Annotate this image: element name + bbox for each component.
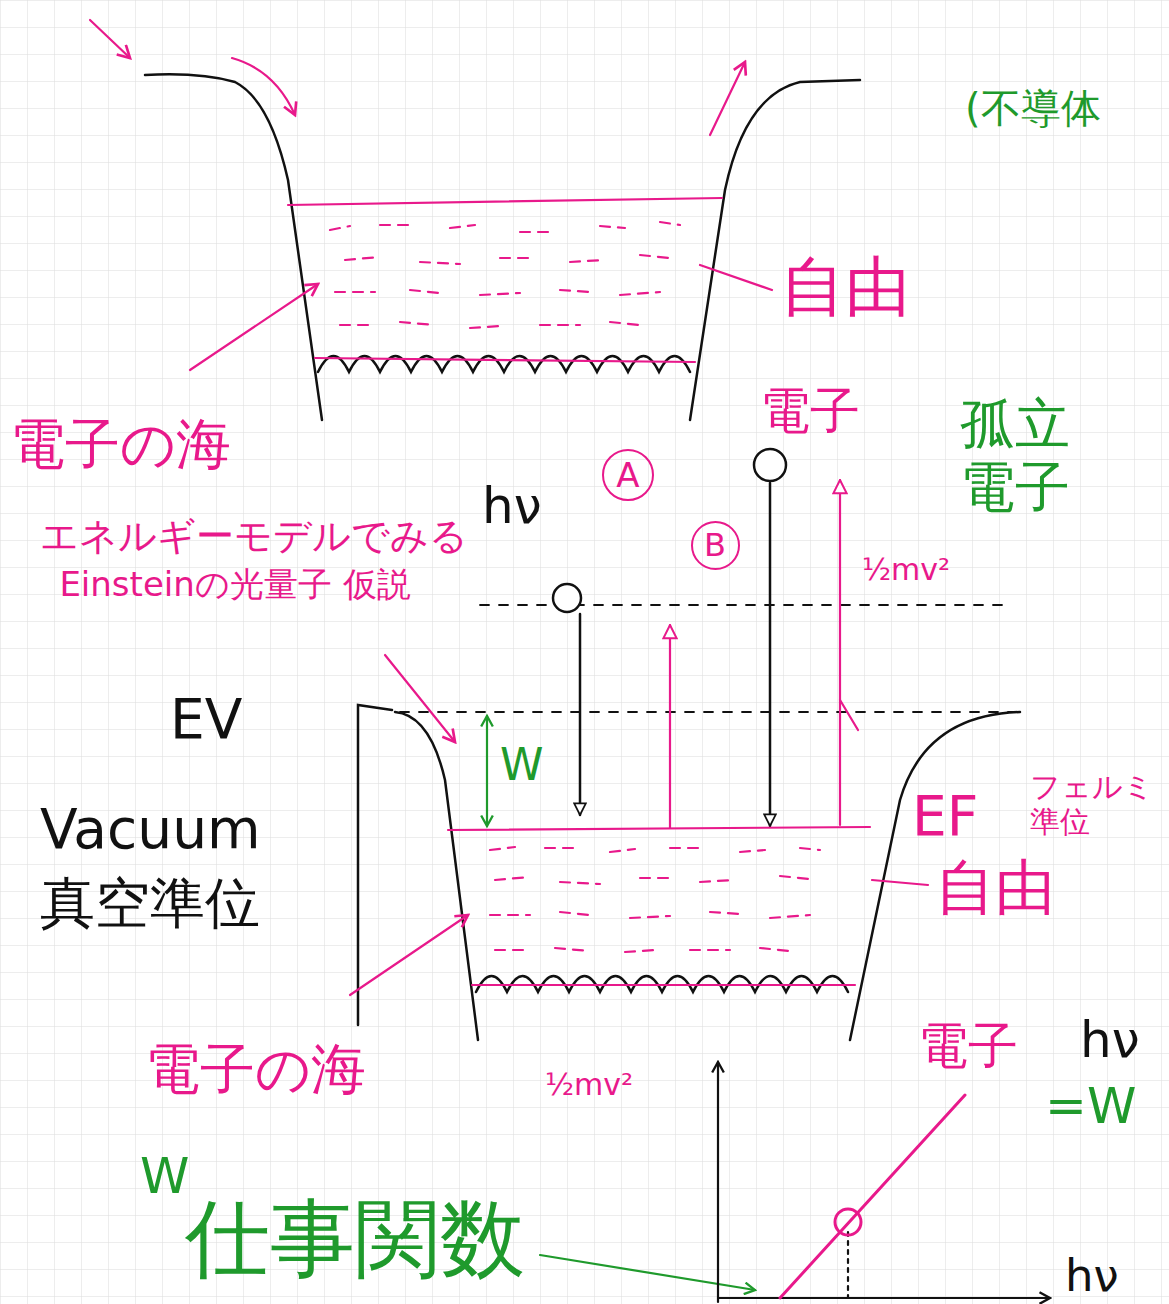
incoming-arrow bbox=[232, 58, 295, 115]
annotation: 真空準位 bbox=[40, 872, 260, 935]
annotation: 電子 bbox=[918, 1018, 1018, 1076]
sea-bottom bbox=[472, 984, 855, 986]
annotation: 電子の海 bbox=[145, 1038, 366, 1101]
note: (不導体 bbox=[965, 85, 1101, 131]
symbol: EF bbox=[912, 785, 978, 848]
annotation: Einsteinの光量子 仮説 bbox=[45, 565, 425, 604]
symbol: W bbox=[140, 1148, 189, 1206]
annotation: 電子 bbox=[760, 383, 860, 441]
graph-axis bbox=[718, 1297, 1050, 1299]
electron bbox=[553, 584, 581, 612]
annotation: 孤立 電子 bbox=[960, 393, 1087, 520]
annotation: 自由 bbox=[935, 853, 1055, 922]
symbol: hν bbox=[482, 478, 542, 536]
electron bbox=[754, 449, 786, 481]
absorb-arrow bbox=[769, 483, 772, 826]
leader-line bbox=[872, 880, 928, 885]
axis-label: hν bbox=[1065, 1250, 1119, 1302]
leader-line bbox=[190, 284, 318, 370]
excite-arrow bbox=[669, 625, 671, 828]
annotation: フェルミ 準位 bbox=[1030, 770, 1156, 839]
node-label: B bbox=[704, 529, 726, 561]
symbol: hν bbox=[1080, 1012, 1140, 1070]
tick bbox=[840, 700, 858, 730]
work-function-arrow bbox=[486, 716, 488, 826]
symbol: W bbox=[500, 740, 544, 791]
circled-letter: B bbox=[691, 521, 740, 570]
well-wall bbox=[395, 712, 478, 1040]
formula: ½mv² bbox=[862, 553, 950, 588]
symbol: EV bbox=[170, 688, 242, 751]
sea-bottom bbox=[315, 358, 695, 362]
leader-line bbox=[350, 915, 468, 995]
outgoing-arrow bbox=[710, 62, 745, 135]
annotation: 電子の海 bbox=[10, 413, 231, 476]
absorb-arrow bbox=[579, 614, 582, 815]
annotation: エネルギーモデルでみる bbox=[40, 515, 468, 559]
graph-axis bbox=[717, 1062, 719, 1302]
kinetic-energy-arrow bbox=[839, 480, 841, 825]
formula: =W bbox=[1045, 1078, 1136, 1136]
annotation: 自由 bbox=[780, 250, 910, 325]
sea-surface bbox=[288, 198, 722, 205]
electron-sea-dashes bbox=[490, 847, 820, 952]
dotted-guide bbox=[847, 1232, 849, 1298]
incoming-arrow bbox=[90, 20, 130, 58]
circled-letter: A bbox=[602, 449, 654, 501]
leader-line bbox=[385, 655, 455, 742]
leader-line bbox=[700, 265, 772, 290]
fermi-level bbox=[448, 827, 870, 830]
electron-sea-dashes bbox=[330, 222, 680, 328]
annotation: 仕事関数 bbox=[185, 1190, 525, 1288]
leader-line bbox=[540, 1255, 755, 1290]
graph-point bbox=[835, 1209, 861, 1235]
node-label: A bbox=[616, 458, 639, 492]
vacuum-level bbox=[400, 711, 1018, 713]
graph-line bbox=[780, 1095, 965, 1298]
well-wall bbox=[145, 74, 322, 420]
formula: ½mv² bbox=[545, 1068, 633, 1103]
annotation: Vacuum bbox=[40, 798, 261, 861]
